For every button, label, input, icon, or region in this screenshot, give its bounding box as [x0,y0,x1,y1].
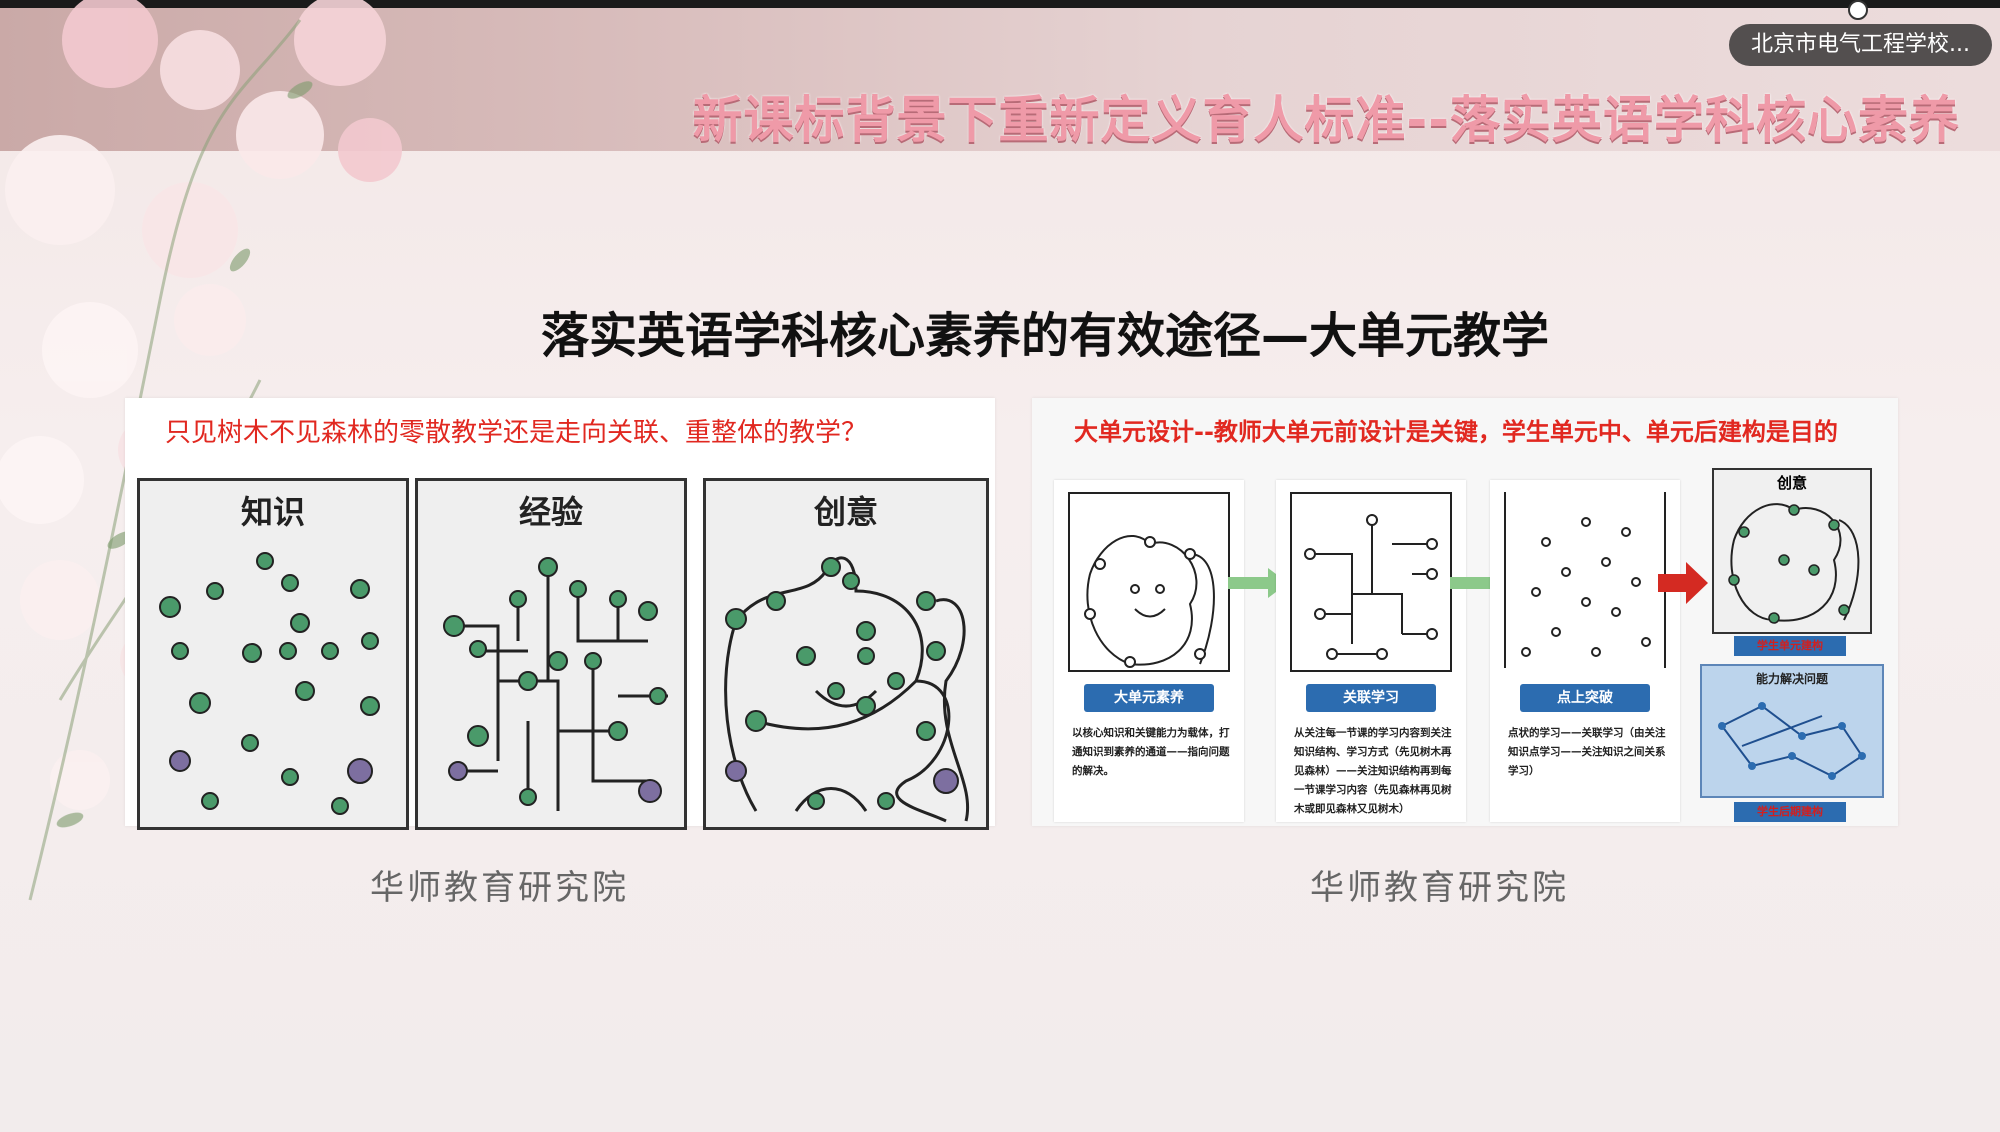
creativity-label: 创意 [813,493,878,531]
network-sketch-illustration [1304,514,1438,660]
dots-sketch-illustration [1521,517,1651,657]
big-unit-design-panel: 大单元设计--教师大单元前设计是关键，学生单元中、单元后建构是目的 大单元素养 … [1032,398,1898,826]
header-title: 新课标背景下重新定义育人标准--落实英语学科核心素养 [692,91,1960,149]
final-tag-unit-construction: 学生单元建构 [1734,636,1846,656]
left-source-credit: 华师教育研究院 [370,868,629,908]
knowledge-label: 知识 [240,493,305,531]
top-bar [0,0,2000,8]
step-card-unit-literacy: 大单元素养 以核心知识和关键能力为载体，打通知识到素养的通道——指向问题的解决。 [1054,480,1244,822]
creativity-box: 创意 [703,478,989,830]
experience-label: 经验 [518,493,583,531]
right-panel-caption: 大单元设计--教师大单元前设计是关键，学生单元中、单元后建构是目的 [1074,418,1838,446]
speaker-indicator-icon [1848,0,1868,20]
fragmented-vs-holistic-panel: 只见树木不见森林的零散教学还是走向关联、重整体的教学？ 知识 [125,398,995,830]
final-tag-post-construction: 学生后期建构 [1734,802,1846,822]
school-name-badge[interactable]: 北京市电气工程学校... [1729,24,1992,66]
red-arrow-icon [1658,562,1708,604]
step-card-linked-learning: 关联学习 从关注每一节课的学习内容到关注知识结构、学习方式（先见树木再见森林）—… [1276,480,1466,822]
final-bottom-label: 能力解决问题 [1755,672,1828,686]
experience-network-illustration [443,557,668,811]
step-tag-linked-learning: 关联学习 [1306,684,1436,712]
left-panel-caption: 只见树木不见森林的零散教学还是走向关联、重整体的教学？ [165,418,868,448]
final-bear-illustration [1728,503,1860,624]
knowledge-dots-illustration [159,552,380,815]
problem-solving-illustration [1718,702,1866,780]
final-top-label: 创意 [1776,474,1807,492]
step-text-point-breakthrough: 点状的学习——关联学习（由关注知识点学习——关注知识之间关系学习） [1508,727,1666,777]
step-card-point-breakthrough: 点上突破 点状的学习——关联学习（由关注知识点学习——关注知识之间关系学习） [1490,480,1680,822]
problem-solving-map: 能力解决问题 [1700,664,1884,798]
step-text-linked-learning: 从关注每一节课的学习内容到关注知识结构、学习方式（先见树木再见森林）——关注知识… [1294,727,1452,815]
bear-sketch-illustration [1084,534,1215,668]
knowledge-box: 知识 [137,478,409,830]
final-creativity-sketch: 创意 [1712,468,1872,634]
step-text-unit-literacy: 以核心知识和关键能力为载体，打通知识到素养的通道——指向问题的解决。 [1072,727,1230,777]
step-tag-point-breakthrough: 点上突破 [1520,684,1650,712]
step-tag-unit-literacy: 大单元素养 [1084,684,1214,712]
creativity-bear-illustration [724,556,969,823]
green-arrow-icon [1228,568,1288,598]
network-sketch [1290,492,1452,672]
bear-sketch [1068,492,1230,672]
slide-title: 落实英语学科核心素养的有效途径—大单元教学 [540,308,1549,364]
dots-sketch [1504,492,1666,668]
final-outcome-card: 创意 学生单元建构 能力解决问题 学生后期建构 [1700,468,1884,822]
experience-box: 经验 [415,478,687,830]
right-source-credit: 华师教育研究院 [1310,868,1569,908]
